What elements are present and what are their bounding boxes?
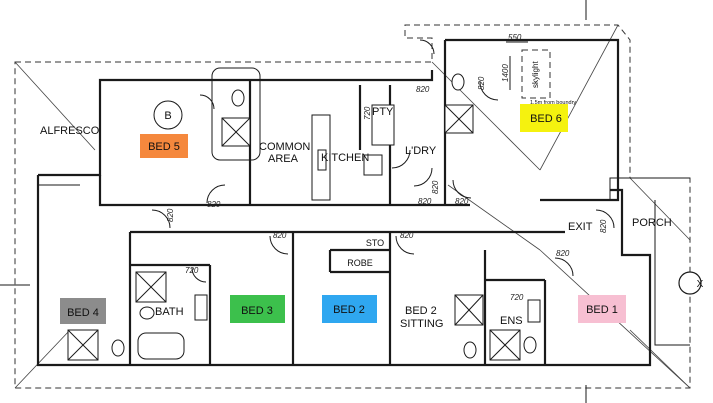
dim-820-k: 820 xyxy=(431,180,440,194)
vanity-ens xyxy=(527,299,541,323)
b-marker-circle xyxy=(153,100,183,130)
dim-720-b: 720 xyxy=(185,266,199,275)
bed3-highlight xyxy=(230,295,285,323)
x-marker: X xyxy=(697,279,704,290)
room-label-laundry: L'DRY xyxy=(405,145,437,157)
room-label-bed5: BED 5 xyxy=(148,141,180,153)
room-label-bed1: BED 1 xyxy=(586,304,618,316)
dim-820-b: 820 xyxy=(207,200,221,209)
toilet-bed4 xyxy=(111,339,125,357)
b-marker: B xyxy=(164,110,171,122)
room-label-bed6: BED 6 xyxy=(530,113,562,125)
pantry-shelf xyxy=(371,104,395,146)
dim-720-a: 720 xyxy=(363,106,372,120)
bed4-highlight xyxy=(60,298,106,324)
room-label-bed2-sitting-line1: BED 2 xyxy=(405,305,437,317)
toilet-bed2 xyxy=(463,341,477,359)
room-label-common-line2: AREA xyxy=(268,153,299,165)
dim-820-h: 820 xyxy=(556,249,570,258)
boundary-note: 1.5m from boundry xyxy=(530,100,576,106)
room-label-store: STO xyxy=(366,238,384,248)
dim-820-c: 820 xyxy=(418,197,432,206)
room-label-alfresco: ALFRESCO xyxy=(40,125,100,137)
room-label-bed2-sitting-line2: SITTING xyxy=(400,318,443,330)
dim-720-c: 720 xyxy=(510,293,524,302)
door-swings xyxy=(151,39,615,283)
room-label-bath: BATH xyxy=(155,306,184,318)
bed1-highlight xyxy=(578,295,626,323)
dim-820-d: 820 xyxy=(455,197,469,206)
x-marker-circle xyxy=(678,271,702,295)
dim-550: 550 xyxy=(508,33,522,42)
porch-boundary xyxy=(38,177,690,346)
toilet-ens xyxy=(523,336,537,354)
roof-outline xyxy=(14,24,691,389)
ensuite-pod-bed5 xyxy=(211,67,261,161)
room-label-bed3: BED 3 xyxy=(241,305,273,317)
dim-820-e: 820 xyxy=(166,208,175,222)
bed6-highlight xyxy=(520,104,568,132)
room-label-exit: EXIT xyxy=(568,221,593,233)
room-label-pantry: PTY xyxy=(372,106,394,118)
dim-820-g: 820 xyxy=(400,231,414,240)
room-label-bed2: BED 2 xyxy=(333,304,365,316)
vanity-bath xyxy=(194,294,208,321)
kitchen-sink xyxy=(317,149,327,171)
bathtub xyxy=(137,332,185,360)
dim-820-a: 820 xyxy=(416,85,430,94)
dim-820-j: 820 xyxy=(477,76,486,90)
room-label-ensuite: ENS xyxy=(500,315,523,327)
basin-bath xyxy=(139,306,155,320)
room-label-robe: ROBE xyxy=(347,258,373,268)
external-walls xyxy=(36,38,652,367)
bed5-highlight xyxy=(140,134,188,158)
dim-820-i: 820 xyxy=(599,219,608,233)
skylight-label: skylight xyxy=(531,61,540,88)
toilet-bed5 xyxy=(231,89,245,107)
skylight-frame xyxy=(521,49,551,99)
stove xyxy=(363,154,383,176)
room-label-common-line1: COMMON xyxy=(259,141,310,153)
bed2-highlight xyxy=(322,295,377,323)
dim-1400: 1400 xyxy=(501,64,510,82)
room-label-porch: PORCH xyxy=(632,217,672,229)
dim-820-f: 820 xyxy=(273,231,287,240)
room-label-bed4: BED 4 xyxy=(67,307,99,319)
room-label-kitchen: KITCHEN xyxy=(321,152,369,164)
toilet-bed6 xyxy=(451,73,465,91)
